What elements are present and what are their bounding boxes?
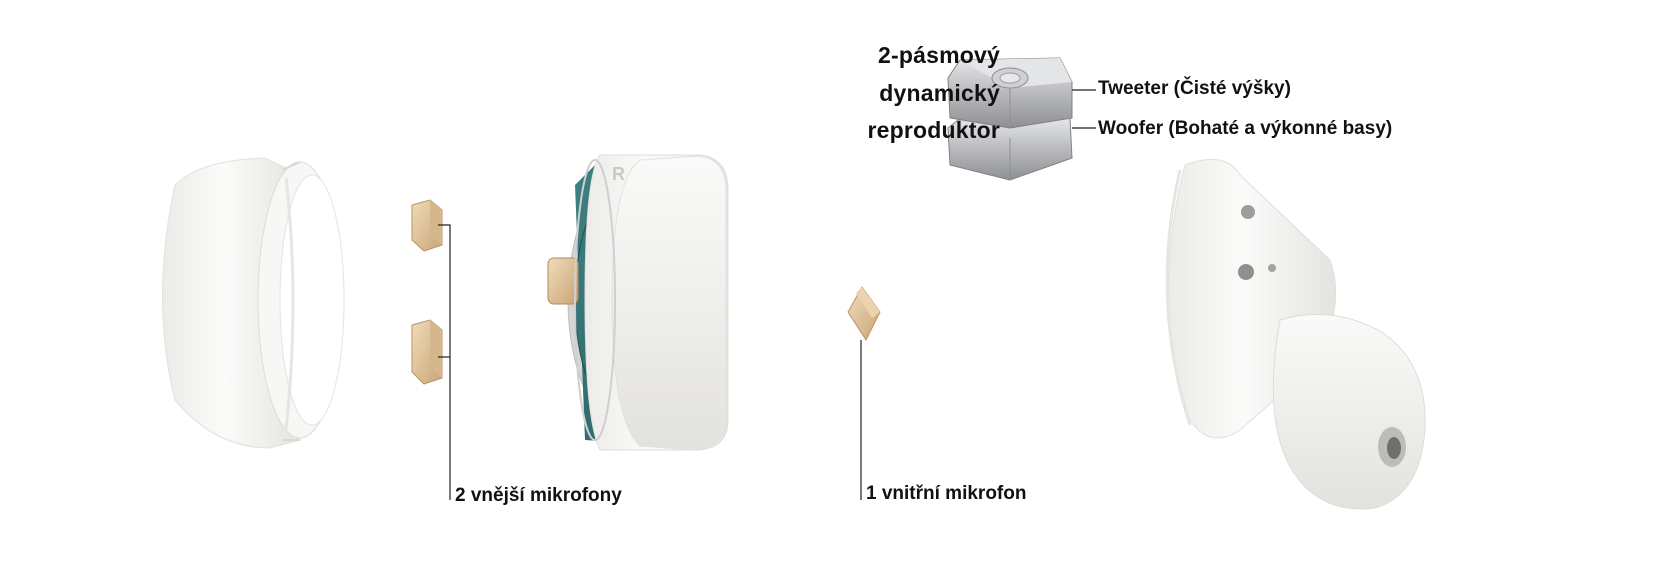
speaker-title-line-2: dynamický [879,80,1000,106]
outer-mics-leader [438,224,451,500]
outer-shell-cap [162,157,345,449]
woofer-label: Woofer (Bohaté a výkonné basy) [1098,118,1393,139]
outer-mic-top [411,199,443,252]
assembled-earbud [1165,158,1426,510]
outer-mic-bottom [411,319,443,385]
tweeter-label: Tweeter (Čisté výšky) [1098,78,1291,99]
outer-mics-label: 2 vnější mikrofony [455,485,622,506]
inner-mic [847,286,881,342]
speaker-unit [947,57,1073,181]
svg-text:R: R [612,164,625,184]
speaker-leaders [1072,89,1096,129]
pcb-module: R [547,154,729,451]
inner-mic-label: 1 vnitřní mikrofon [866,483,1027,504]
speaker-title-line-1: 2-pásmový [878,42,1000,68]
speaker-title-line-3: reproduktor [867,117,1000,143]
